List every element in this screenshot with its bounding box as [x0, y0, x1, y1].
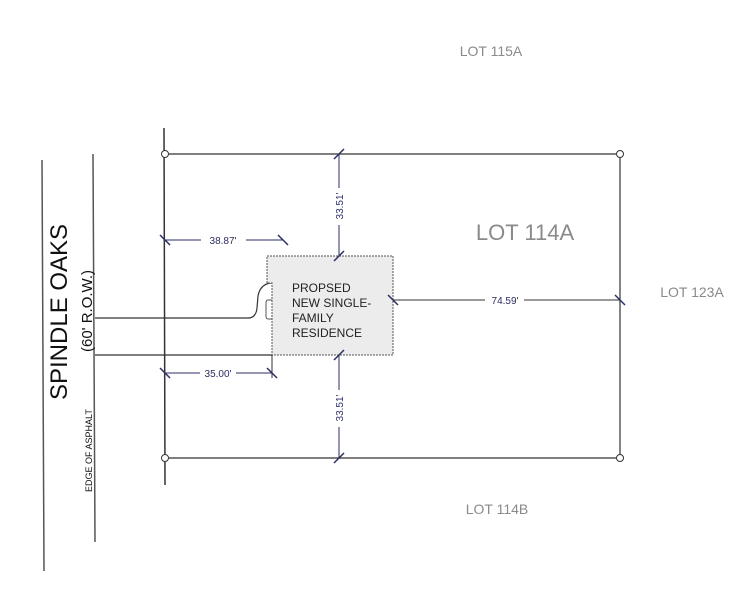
dimension-front-bottom-label: 35.00': [205, 369, 232, 380]
dimension-north: [333, 148, 345, 262]
corner-pin-sw: [161, 454, 169, 462]
dimension-front-bottom: [159, 355, 278, 379]
corner-pin-ne: [616, 150, 624, 158]
dimension-front-top: [159, 234, 289, 246]
dimension-rear: [387, 294, 626, 306]
edge-of-asphalt-label: EDGE OF ASPHALT: [84, 409, 94, 492]
lot-label-east: LOT 123A: [660, 284, 724, 300]
street-row: (60' R.O.W.): [79, 270, 96, 352]
house-entry-notch: [265, 299, 272, 320]
street-name: SPINDLE OAKS: [46, 224, 73, 400]
front-property-line: [163, 127, 166, 486]
lot-label-south: LOT 114B: [466, 501, 529, 517]
house-label-line1: PROPSED: [292, 281, 351, 295]
lot-label-north: LOT 115A: [460, 43, 523, 59]
corner-pin-se: [616, 454, 624, 462]
driveway-top-edge: [95, 256, 284, 319]
house-label-line3: FAMILY: [292, 311, 334, 325]
house-label-line4: RESIDENCE: [292, 326, 362, 340]
dimension-north-label: 33.51': [335, 192, 346, 219]
dimension-south: [333, 349, 345, 464]
corner-pin-nw: [161, 150, 169, 158]
edge-of-asphalt-line: [92, 153, 96, 543]
dimension-rear-label: 74.59': [492, 296, 519, 307]
dimension-front-top-label: 38.87': [210, 236, 237, 247]
house-label-line2: NEW SINGLE-: [292, 296, 371, 310]
dimension-south-label: 33.51': [335, 394, 346, 421]
lot-label-subject: LOT 114A: [476, 220, 575, 245]
road-centerline: [41, 159, 45, 572]
